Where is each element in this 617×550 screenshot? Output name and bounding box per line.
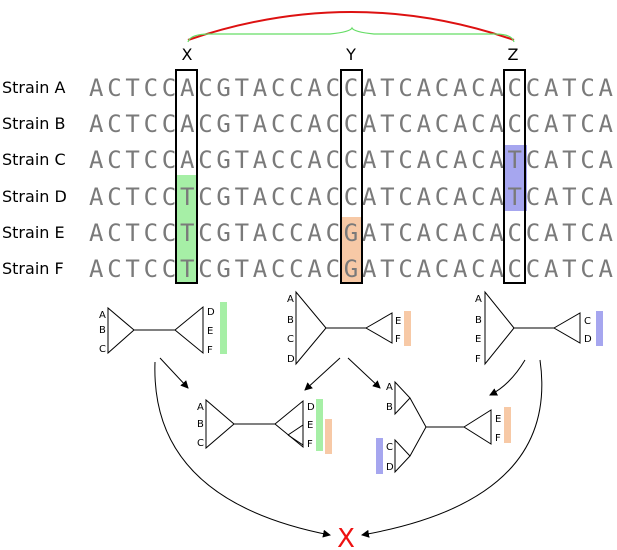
leaf-b: B bbox=[197, 419, 204, 430]
column-label-y: Y bbox=[345, 45, 356, 64]
tree-xy: A B C D E F bbox=[197, 398, 332, 454]
tree-xy-left-clade bbox=[205, 398, 235, 450]
tree-yz-top-clade bbox=[394, 380, 411, 416]
leaf-c: C bbox=[197, 438, 204, 449]
leaf-e: E bbox=[207, 326, 213, 337]
leaf-c: C bbox=[584, 316, 591, 327]
leaf-c: C bbox=[386, 442, 393, 453]
tree-z-right-clade bbox=[552, 312, 581, 344]
tree-yz-bottom-clade bbox=[394, 438, 411, 474]
leaf-a: A bbox=[99, 310, 106, 321]
tree-yz-junction bbox=[409, 397, 427, 457]
highlight-x-strain-d bbox=[175, 175, 197, 211]
sequence-strain-d: ACTCCTCGTACCACCATCACACATCATCA bbox=[89, 183, 614, 211]
tree-x-green-bar bbox=[220, 302, 227, 354]
leaf-a: A bbox=[197, 402, 204, 413]
leaf-d: D bbox=[386, 462, 394, 473]
sequence-strain-e: ACTCCTCGTACCACGATCACACACCATCA bbox=[89, 219, 614, 247]
tree-xy-green-bar bbox=[316, 399, 323, 451]
leaf-c: C bbox=[99, 344, 106, 355]
strain-label-f: Strain F bbox=[2, 259, 64, 278]
leaf-b: B bbox=[475, 315, 482, 326]
tree-yz-blue-bar bbox=[376, 438, 383, 474]
leaf-a: A bbox=[475, 294, 482, 305]
leaf-b: B bbox=[386, 402, 393, 413]
tree-y-right-clade bbox=[364, 312, 393, 344]
leaf-e: E bbox=[395, 316, 401, 327]
leaf-f: F bbox=[495, 433, 501, 444]
tree-y-left-clade bbox=[295, 290, 327, 366]
tree-x-right-clade bbox=[174, 305, 204, 355]
leaf-e: E bbox=[495, 414, 501, 425]
result-x-mark: X bbox=[337, 524, 355, 550]
tree-xy-inner-stem bbox=[287, 424, 304, 436]
leaf-f: F bbox=[307, 439, 313, 450]
leaf-d: D bbox=[287, 354, 295, 365]
green-bracket-x-z bbox=[187, 26, 515, 43]
leaf-b: B bbox=[287, 315, 294, 326]
arrow-y-to-xy bbox=[304, 357, 341, 391]
tree-yz-orange-bar bbox=[504, 407, 511, 443]
column-box-z bbox=[503, 69, 526, 284]
leaf-f: F bbox=[207, 345, 213, 356]
arrow-x-to-xy bbox=[159, 357, 189, 389]
highlight-x-strain-e bbox=[175, 211, 197, 247]
leaf-e: E bbox=[307, 420, 313, 431]
tree-y: A B C D E F bbox=[287, 290, 411, 366]
tree-xy-orange-bar bbox=[325, 419, 332, 454]
tree-z-left-clade bbox=[484, 290, 515, 366]
leaf-b: B bbox=[99, 325, 106, 336]
arrow-z-to-yz bbox=[489, 359, 526, 396]
tree-y-orange-bar bbox=[404, 311, 411, 346]
column-box-x bbox=[175, 69, 198, 284]
strain-label-d: Strain D bbox=[2, 187, 67, 206]
column-label-x: X bbox=[182, 45, 193, 64]
arrow-z-to-result bbox=[361, 359, 543, 538]
strain-label-a: Strain A bbox=[2, 78, 65, 97]
leaf-a: A bbox=[287, 294, 294, 305]
tree-xy-inner-stem-2 bbox=[287, 434, 304, 446]
highlight-x-strain-f bbox=[175, 247, 197, 283]
sequence-strain-b: ACTCCACGTACCACCATCACACACCATCA bbox=[89, 110, 614, 138]
sequence-strain-f: ACTCCTCGTACCACGATCACACACCATCA bbox=[89, 255, 614, 283]
leaf-f: F bbox=[475, 354, 481, 365]
strain-label-b: Strain B bbox=[2, 114, 65, 133]
leaf-d: D bbox=[307, 402, 315, 413]
leaf-f: F bbox=[395, 334, 401, 345]
tree-z: A B E F C D bbox=[475, 290, 603, 366]
highlight-z-strain-c bbox=[505, 145, 527, 175]
highlight-y-strain-e bbox=[340, 217, 362, 247]
column-label-z: Z bbox=[508, 45, 519, 64]
tree-yz-right-clade bbox=[463, 409, 492, 445]
highlight-z-strain-d bbox=[505, 175, 527, 211]
leaf-d: D bbox=[584, 334, 592, 345]
highlight-y-strain-f bbox=[340, 247, 362, 283]
tree-z-blue-bar bbox=[596, 311, 603, 346]
leaf-c: C bbox=[287, 334, 294, 345]
arrow-y-to-yz bbox=[347, 357, 381, 389]
column-box-y bbox=[340, 69, 363, 284]
tree-x-left-clade bbox=[107, 306, 135, 355]
tree-xy-right-clade bbox=[274, 399, 304, 449]
leaf-a: A bbox=[386, 382, 393, 393]
tree-x: A B C D E F bbox=[99, 302, 227, 356]
strain-label-e: Strain E bbox=[2, 223, 65, 242]
sequence-strain-c: ACTCCACGTACCACCATCACACATCATCA bbox=[89, 146, 614, 174]
red-arc-x-z bbox=[187, 11, 515, 41]
leaf-d: D bbox=[207, 307, 215, 318]
arrow-x-to-result bbox=[154, 361, 331, 538]
leaf-e: E bbox=[475, 334, 481, 345]
tree-yz: A B C D E F bbox=[376, 380, 511, 474]
sequence-strain-a: ACTCCACGTACCACCATCACACACCATCA bbox=[89, 74, 614, 102]
strain-label-c: Strain C bbox=[2, 150, 66, 169]
